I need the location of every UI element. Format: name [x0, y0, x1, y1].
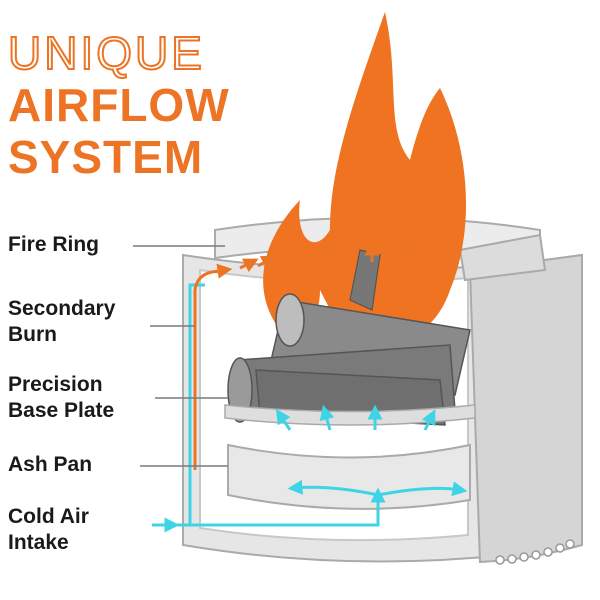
label-fire-ring: Fire Ring	[8, 233, 100, 256]
flame-icon	[263, 12, 467, 340]
cold-air-flow	[152, 283, 468, 533]
label-secondary-burn-line1: Secondary	[8, 297, 116, 320]
secondary-burn-flow	[193, 240, 416, 470]
headline: UNIQUE AIRFLOW SYSTEM	[7, 27, 230, 183]
label-cold-air-line1: Cold Air	[8, 505, 89, 528]
label-cold-air-line2: Intake	[8, 531, 69, 554]
headline-line-1: UNIQUE	[7, 27, 205, 79]
label-secondary-burn-line2: Burn	[8, 323, 57, 346]
label-base-plate-line2: Base Plate	[8, 399, 115, 422]
headline-line-2: AIRFLOW	[8, 79, 230, 131]
label-base-plate-line1: Precision	[8, 373, 103, 396]
leader-lines	[133, 245, 228, 467]
label-ash-pan: Ash Pan	[8, 453, 93, 476]
headline-line-3: SYSTEM	[8, 131, 204, 183]
